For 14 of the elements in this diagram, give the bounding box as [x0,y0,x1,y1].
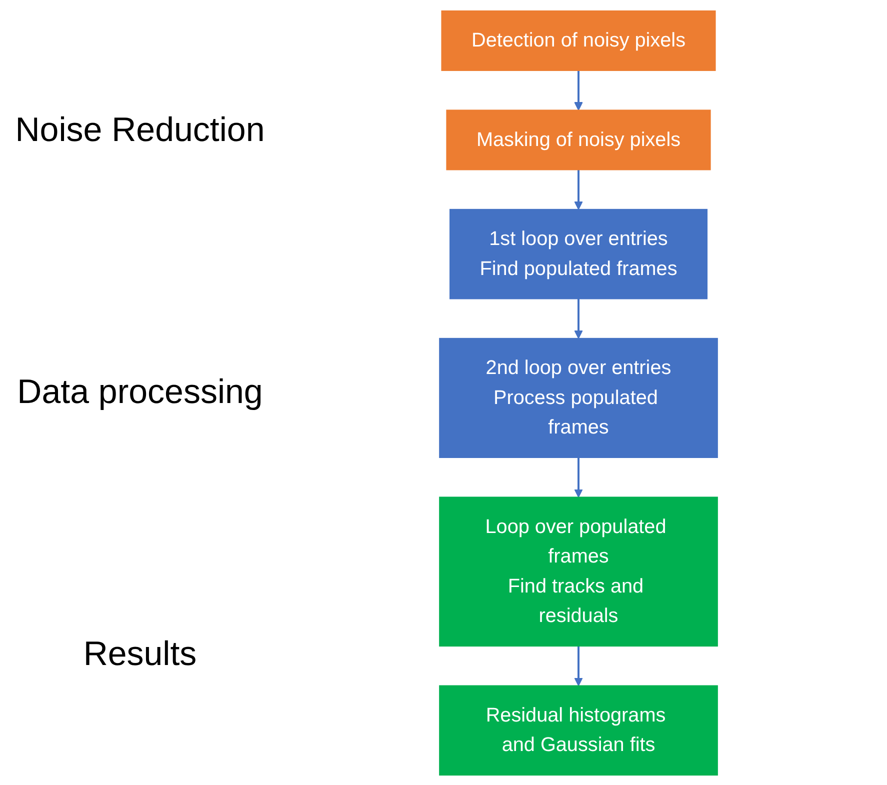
arrow [574,646,583,686]
node-box: Detection of noisy pixels [441,10,716,70]
node-box: 1st loop over entries Find populated frames [449,208,708,299]
arrow [574,70,583,110]
node-box: Loop over populated frames Find tracks and residuals [439,496,718,646]
row-label: Data processing [16,372,264,412]
row-label: Results [82,634,198,674]
arrow [574,457,583,498]
row-label: Noise Reduction [14,111,266,150]
node-box: 2nd loop over entries Process populated frames [439,337,718,458]
arrow [574,298,583,338]
node-box: Residual histograms and Gaussian fits [439,684,718,776]
node-box: Masking of noisy pixels [446,109,711,170]
arrow [574,169,583,210]
